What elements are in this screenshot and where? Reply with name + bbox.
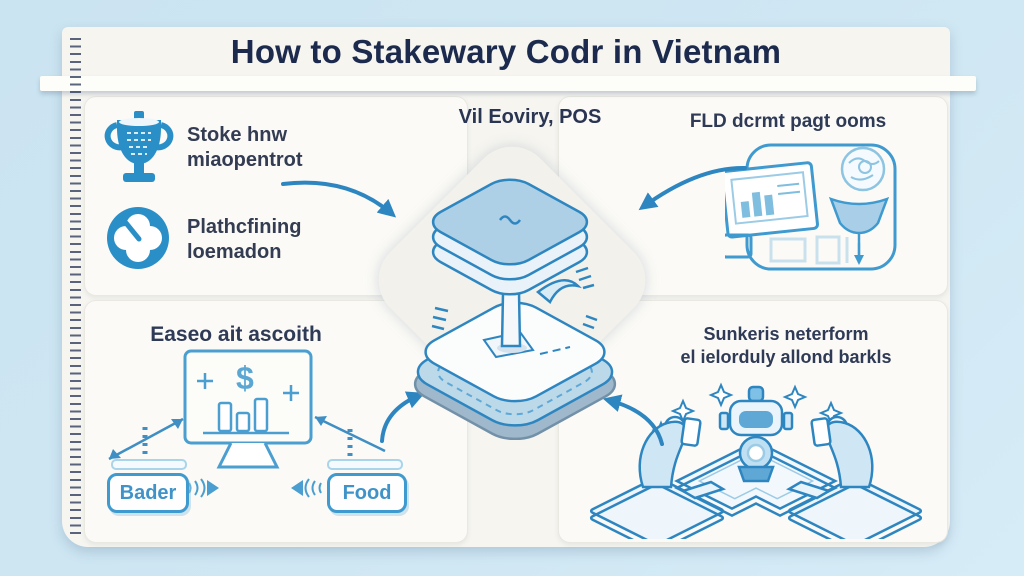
page-title: How to Stakewary Codr in Vietnam [230, 33, 782, 70]
shelf-right [327, 459, 403, 470]
item-2-line-1: Plathcfining [187, 216, 302, 238]
food-button[interactable]: Food [327, 473, 407, 513]
robot-figure [718, 385, 794, 483]
funnel-icon [828, 196, 890, 235]
clock-flower-icon [107, 207, 169, 269]
item-2-line-2: loemadon [187, 241, 282, 263]
center-label: Vil Eoviry, POS [458, 106, 602, 128]
panel-bottom-right: Sunkeris neterform el ielorduly allond b… [558, 300, 948, 543]
top-left-item-1: Stoke hnw miaopentrot [187, 123, 303, 173]
bottom-left-heading: Easeo ait ascoith [150, 323, 322, 346]
bader-button[interactable]: Bader [107, 473, 189, 513]
sound-wave-left-icon [304, 478, 322, 498]
shelf-left [111, 459, 187, 470]
item-1-line-2: miaopentrot [187, 149, 303, 171]
trophy-icon [104, 111, 174, 182]
dollar-chart-monitor-illustration: $ [183, 349, 313, 469]
horizontal-divider-band [40, 76, 976, 91]
motion-dashes [431, 266, 598, 331]
globe-icon [840, 146, 886, 192]
bottom-left-connectors [108, 415, 386, 498]
bottom-right-heading-line-2: el ielorduly allond barkls [680, 347, 892, 367]
dollar-glyph: $ [236, 360, 254, 396]
isometric-stacked-platforms-illustration [380, 140, 650, 440]
top-left-item-2: Plathcfining loemadon [187, 215, 301, 265]
play-right-icon [207, 480, 219, 496]
hand-swipe-doodle [536, 279, 582, 304]
squiggle-glyph [498, 215, 522, 225]
top-right-heading: FLD dcrmt pagt ooms [689, 111, 887, 132]
bottom-right-heading-line-1: Sunkeris neterform [703, 324, 869, 344]
bottom-right-heading: Sunkeris neterform el ielorduly allond b… [625, 323, 947, 369]
spiral-binding-marks [70, 38, 81, 534]
item-1-line-1: Stoke hnw [187, 124, 288, 146]
monitor-globe-funnel-illustration [725, 143, 897, 271]
figures-on-podiums-illustration [587, 382, 927, 539]
sound-wave-right-icon [188, 478, 206, 498]
play-left-icon [291, 480, 303, 496]
figure-right [785, 415, 874, 500]
